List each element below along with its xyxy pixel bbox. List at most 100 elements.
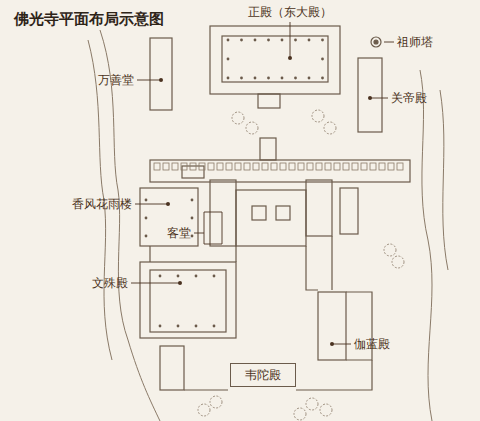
column-dot (294, 77, 297, 80)
stair (260, 138, 276, 160)
leader-line (137, 80, 161, 81)
wall-mark (253, 163, 259, 170)
wall-mark (343, 163, 349, 170)
wall-mark (334, 163, 340, 170)
building-label: 正殿（东大殿） (248, 4, 332, 20)
tree (210, 396, 222, 408)
building-label: 万善堂 (98, 72, 134, 88)
tree (320, 404, 332, 416)
pagoda (371, 37, 381, 47)
wall-mark (235, 163, 241, 170)
column-dot (267, 39, 270, 42)
tree (306, 398, 318, 410)
leader-lines (131, 22, 394, 344)
guest-hall-east (306, 180, 332, 236)
column-dot (195, 325, 198, 328)
building-label: 文殊殿 (92, 275, 128, 291)
hall-name: 韦陀殿 (245, 367, 281, 383)
hall-box: 韦陀殿 (230, 363, 296, 387)
building-label: 祖师塔 (397, 34, 433, 50)
column-dot (213, 275, 216, 278)
wall-mark (271, 163, 277, 170)
tree (246, 122, 258, 134)
small-block (182, 166, 204, 178)
column-dot (177, 275, 180, 278)
leader-line (384, 42, 394, 43)
tree (198, 404, 210, 416)
wall-mark (154, 163, 160, 170)
column-dot (145, 217, 148, 220)
column-dot (240, 77, 243, 80)
columns (145, 39, 324, 328)
column-dot (321, 58, 324, 61)
wall-mark (280, 163, 286, 170)
tree (392, 256, 404, 268)
wall-mark (370, 163, 376, 170)
leader-line (290, 22, 291, 58)
column-dot (308, 77, 311, 80)
buildings (140, 26, 410, 390)
qielan-hall (318, 292, 346, 360)
xiangfeng-tower (140, 188, 198, 246)
column-dot (321, 39, 324, 42)
leader-line (194, 212, 222, 244)
wall-mark (208, 163, 214, 170)
wall-mark (262, 163, 268, 170)
column-dot (145, 235, 148, 238)
wall-mark (217, 163, 223, 170)
south-wall (184, 360, 372, 390)
column-dot (159, 275, 162, 278)
wall-marks (154, 163, 403, 170)
leader-line (135, 204, 168, 205)
column-dot (267, 77, 270, 80)
column-dot (321, 77, 324, 80)
leader-line (332, 344, 351, 345)
wenshu-hall (140, 262, 236, 338)
courtyard-walls (150, 236, 332, 290)
title: 佛光寺平面布局示意图 (14, 10, 164, 29)
column-dot (281, 77, 284, 80)
wall-mark (397, 163, 403, 170)
building-label: 伽蓝殿 (354, 336, 390, 352)
wall-mark (388, 163, 394, 170)
tree (384, 244, 396, 256)
pagoda-core (374, 40, 378, 44)
main-hall (222, 36, 328, 82)
wall-mark (298, 163, 304, 170)
tree (232, 112, 244, 124)
wall-mark (190, 163, 196, 170)
leader-dots (159, 56, 372, 346)
column-dot (240, 39, 243, 42)
column-dot (308, 39, 311, 42)
wall-band (150, 160, 410, 182)
main-hall-platform (210, 26, 340, 94)
column-dot (227, 39, 230, 42)
column-dot (281, 39, 284, 42)
guandi-hall (358, 58, 382, 132)
wall-mark (352, 163, 358, 170)
leader-line (370, 98, 388, 99)
building-label: 香风花雨楼 (72, 196, 132, 212)
column-dot (177, 325, 180, 328)
wall-mark (172, 163, 178, 170)
leader-line (131, 283, 180, 284)
tree (324, 122, 336, 134)
courtyard-block (252, 206, 266, 220)
column-dot (191, 235, 194, 238)
wall-mark (199, 163, 205, 170)
column-dot (145, 199, 148, 202)
hall-step (258, 94, 280, 108)
column-dot (294, 39, 297, 42)
courtyard-block (276, 206, 290, 220)
wall-mark (163, 163, 169, 170)
wall-mark (325, 163, 331, 170)
column-dot (213, 325, 216, 328)
column-dot (254, 39, 257, 42)
column-dot (191, 217, 194, 220)
south-block (160, 346, 184, 390)
wall-mark (361, 163, 367, 170)
column-dot (159, 325, 162, 328)
terrain (88, 30, 448, 421)
wanshan-hall (150, 38, 172, 110)
wall-mark (379, 163, 385, 170)
